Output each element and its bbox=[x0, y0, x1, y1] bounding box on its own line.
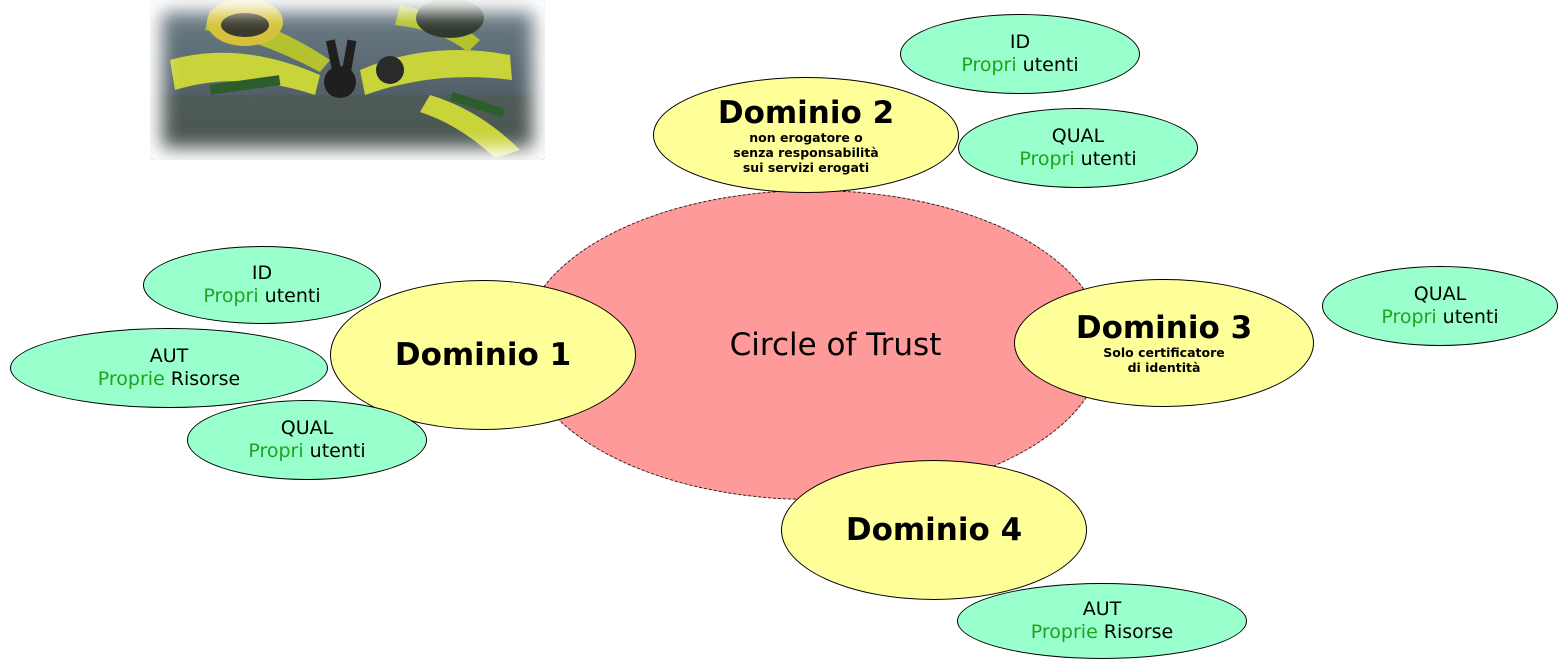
domain-3: Dominio 3 Solo certificatore di identità bbox=[1014, 279, 1314, 407]
role-code: ID bbox=[1009, 31, 1031, 53]
role-rest: utenti bbox=[1436, 306, 1499, 328]
role-rest: utenti bbox=[1016, 54, 1079, 76]
role-description: Propri utenti bbox=[1381, 306, 1498, 329]
circle-of-trust-label: Circle of Trust bbox=[729, 327, 942, 363]
role-highlight: Propri bbox=[248, 440, 304, 462]
skydivers-photo bbox=[150, 0, 545, 160]
role-d1-aut: AUT Proprie Risorse bbox=[10, 328, 328, 408]
skydivers-photo-illustration bbox=[150, 0, 545, 160]
role-code: QUAL bbox=[280, 417, 334, 439]
role-d2-id: ID Propri utenti bbox=[900, 14, 1140, 94]
domain-4: Dominio 4 bbox=[781, 460, 1087, 600]
role-highlight: Propri bbox=[203, 285, 259, 307]
role-highlight: Proprie bbox=[1030, 621, 1098, 643]
domain-3-subtitle-line-2: di identità bbox=[1127, 360, 1201, 375]
role-highlight: Propri bbox=[1019, 148, 1075, 170]
role-code: QUAL bbox=[1051, 125, 1105, 147]
domain-4-title: Dominio 4 bbox=[845, 512, 1023, 548]
role-rest: utenti bbox=[1074, 148, 1137, 170]
role-highlight: Propri bbox=[961, 54, 1017, 76]
role-code: ID bbox=[251, 262, 273, 284]
domain-2-subtitle-line-3: sui servizi erogati bbox=[742, 159, 870, 175]
role-d4-aut: AUT Proprie Risorse bbox=[957, 583, 1247, 659]
photo-soft-edge bbox=[150, 0, 545, 160]
role-d3-qual: QUAL Propri utenti bbox=[1322, 266, 1558, 346]
role-description: Proprie Risorse bbox=[98, 368, 240, 391]
role-d2-qual: QUAL Propri utenti bbox=[958, 108, 1198, 188]
role-d1-qual: QUAL Propri utenti bbox=[187, 400, 427, 480]
domain-2-subtitle-line-1: non erogatore o bbox=[749, 129, 863, 145]
role-rest: Risorse bbox=[1097, 621, 1174, 643]
role-description: Proprie Risorse bbox=[1031, 621, 1173, 644]
domain-1: Dominio 1 bbox=[330, 280, 636, 430]
domain-2: Dominio 2 non erogatore o senza responsa… bbox=[653, 77, 959, 193]
role-highlight: Propri bbox=[1381, 306, 1437, 328]
role-code: AUT bbox=[1082, 598, 1122, 620]
role-rest: utenti bbox=[258, 285, 321, 307]
role-description: Propri utenti bbox=[1019, 148, 1136, 171]
role-code: QUAL bbox=[1413, 283, 1467, 305]
role-highlight: Proprie bbox=[97, 368, 165, 390]
domain-2-title: Dominio 2 bbox=[717, 94, 895, 131]
domain-1-title: Dominio 1 bbox=[394, 337, 572, 373]
domain-3-title: Dominio 3 bbox=[1075, 310, 1253, 346]
role-description: Propri utenti bbox=[203, 285, 320, 308]
domain-2-subtitle-line-2: senza responsabilità bbox=[733, 144, 879, 160]
role-code: AUT bbox=[149, 345, 189, 367]
role-description: Propri utenti bbox=[248, 440, 365, 463]
domain-3-subtitle-line-1: Solo certificatore bbox=[1103, 345, 1225, 360]
role-rest: Risorse bbox=[164, 368, 241, 390]
role-rest: utenti bbox=[303, 440, 366, 462]
role-d1-id: ID Propri utenti bbox=[143, 246, 381, 324]
role-description: Propri utenti bbox=[961, 54, 1078, 77]
